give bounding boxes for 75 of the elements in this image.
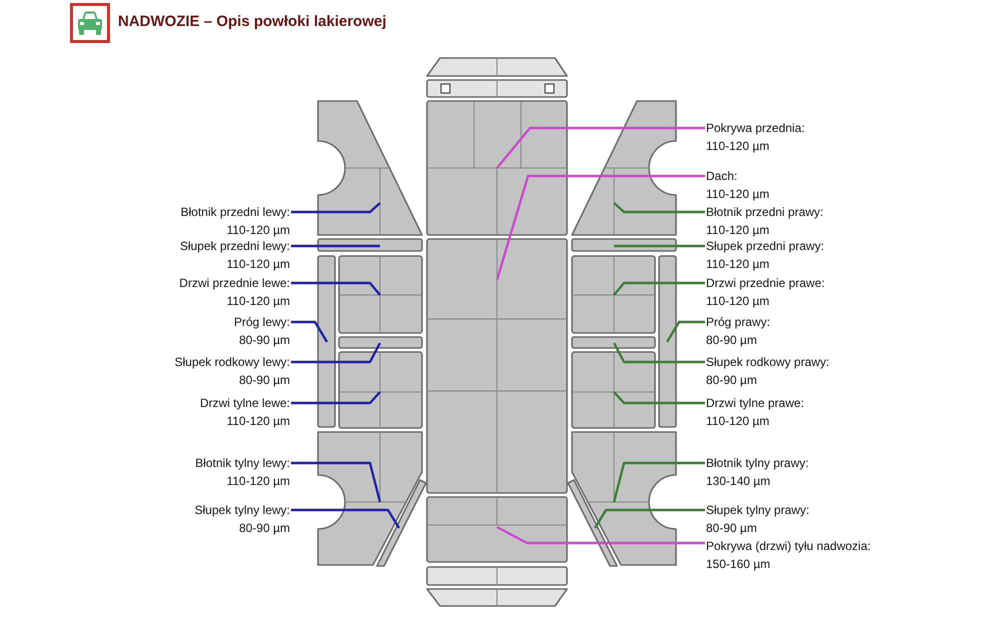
- leader-line: [291, 508, 400, 529]
- leader-line: [291, 282, 381, 296]
- hood-panel: [426, 100, 568, 236]
- thickness-value: 110-120 µm: [226, 413, 290, 430]
- leader-line: [291, 462, 382, 502]
- part-label: Próg lewy:: [234, 314, 290, 331]
- leader-line: [291, 391, 381, 404]
- part-label: Słupek rodkowy lewy:: [174, 354, 290, 371]
- thickness-value: 110-120 µm: [706, 138, 770, 155]
- pillar-panel: [317, 238, 423, 252]
- door-panel: [571, 351, 656, 429]
- sill-panel: [658, 255, 677, 428]
- part-label: Drzwi przednie lewe:: [179, 275, 290, 292]
- part-label: Pokrywa (drzwi) tyłu nadwozia:: [706, 538, 871, 555]
- leader-line: [666, 320, 705, 343]
- door-panel: [571, 255, 656, 334]
- door-panel: [338, 351, 423, 429]
- part-label: Błotnik tylny lewy:: [195, 455, 290, 472]
- thickness-value: 110-120 µm: [226, 473, 290, 490]
- sill-panel: [317, 255, 336, 428]
- part-label: Błotnik przedni prawy:: [706, 204, 824, 221]
- part-label: Słupek przedni lewy:: [180, 238, 290, 255]
- pillar-panel: [567, 479, 618, 567]
- leader-line: [291, 202, 381, 214]
- thickness-value: 80-90 µm: [239, 332, 290, 349]
- leader-line: [594, 508, 705, 529]
- thickness-value: 150-160 µm: [706, 556, 770, 573]
- leader-line: [613, 202, 705, 214]
- thickness-value: 110-120 µm: [706, 222, 770, 239]
- fender-panel: [317, 100, 423, 236]
- part-label: Dach:: [706, 168, 738, 185]
- fender-panel: [571, 431, 677, 566]
- part-label: Próg prawy:: [706, 314, 770, 331]
- pillar-panel: [571, 238, 677, 252]
- leader-line: [612, 462, 705, 502]
- part-label: Błotnik przedni lewy:: [180, 204, 290, 221]
- part-label: Słupek rodkowy prawy:: [706, 354, 830, 371]
- leader-line: [613, 391, 705, 404]
- leader-line: [613, 282, 705, 296]
- part-label: Słupek przedni prawy:: [706, 238, 824, 255]
- pillar-panel: [338, 336, 423, 349]
- part-label: Pokrywa przednia:: [706, 120, 805, 137]
- thickness-value: 80-90 µm: [706, 332, 757, 349]
- part-label: Słupek tylny lewy:: [194, 502, 290, 519]
- part-label: Drzwi przednie prawe:: [706, 275, 825, 292]
- leader-line: [612, 244, 705, 248]
- part-label: Słupek tylny prawy:: [706, 502, 810, 519]
- leader-line: [291, 244, 382, 248]
- thickness-value: 110-120 µm: [706, 186, 770, 203]
- fender-panel: [317, 431, 423, 566]
- page-title: NADWOZIE – Opis powłoki lakierowej: [118, 12, 386, 32]
- thickness-value: 80-90 µm: [239, 520, 290, 537]
- part-label: Drzwi tylne prawe:: [706, 395, 804, 412]
- thickness-value: 110-120 µm: [706, 413, 770, 430]
- leader-line: [291, 320, 328, 343]
- fender-panel: [571, 100, 677, 236]
- leader-line: [496, 126, 705, 169]
- part-label: Drzwi tylne lewe:: [200, 395, 290, 412]
- roof-panel: [426, 238, 568, 494]
- thickness-value: 110-120 µm: [706, 293, 770, 310]
- part-label: Błotnik tylny prawy:: [706, 455, 809, 472]
- thickness-value: 110-120 µm: [226, 222, 290, 239]
- leader-line: [496, 526, 705, 544]
- thickness-value: 110-120 µm: [226, 256, 290, 273]
- door-panel: [338, 255, 423, 334]
- pillar-panel: [376, 479, 427, 567]
- thickness-value: 80-90 µm: [706, 520, 757, 537]
- thickness-value: 110-120 µm: [706, 256, 770, 273]
- thickness-value: 130-140 µm: [706, 473, 770, 490]
- thickness-value: 80-90 µm: [239, 372, 290, 389]
- pillar-panel: [571, 336, 656, 349]
- thickness-value: 110-120 µm: [226, 293, 290, 310]
- thickness-value: 80-90 µm: [706, 372, 757, 389]
- leader-line: [612, 342, 705, 364]
- leader-line: [291, 342, 382, 364]
